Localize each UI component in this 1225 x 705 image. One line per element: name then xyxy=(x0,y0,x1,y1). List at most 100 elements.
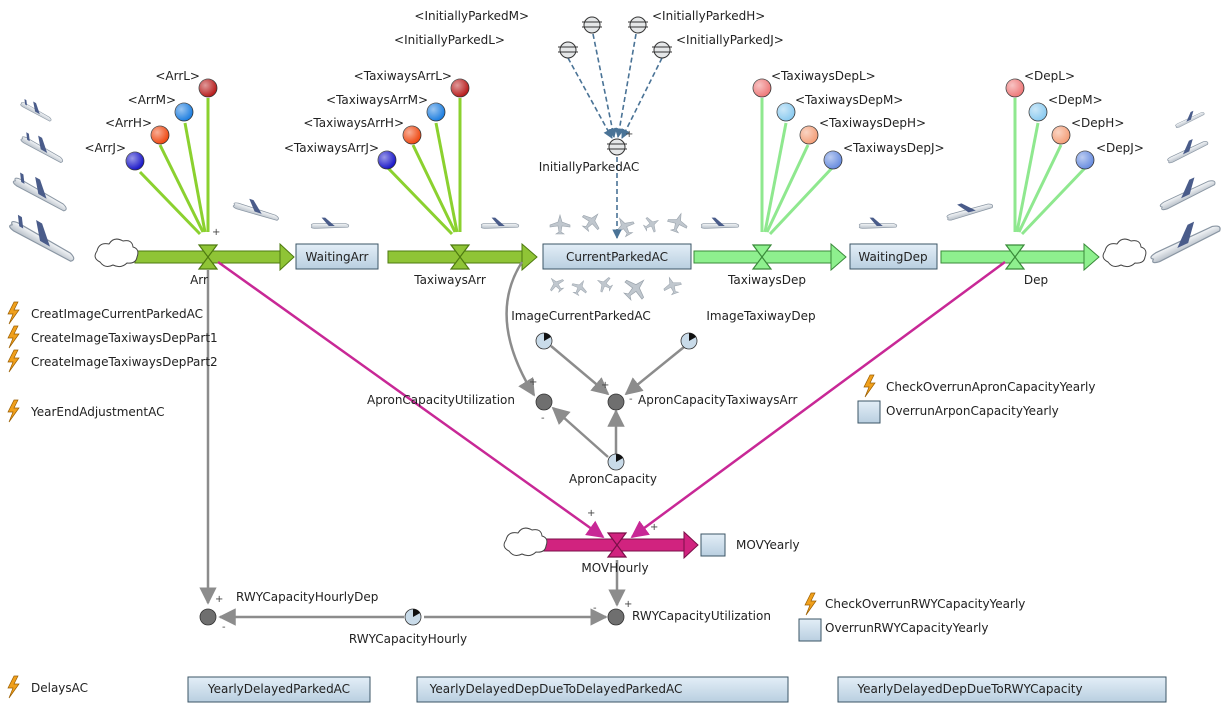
stock-yearly-delayed-parked[interactable] xyxy=(187,676,371,703)
polarity-sign: + xyxy=(529,377,537,388)
stock-mov-yearly-label: MOVYearly xyxy=(736,538,800,552)
polarity-sign: - xyxy=(593,603,597,614)
event-create-image-taxiways-dep-1: CreateImageTaxiwaysDepPart1 xyxy=(31,331,218,345)
shadow-dep-l: <DepL> xyxy=(1024,69,1075,83)
arr-shadow-nodes[interactable] xyxy=(125,78,218,171)
polarity-sign: + xyxy=(624,599,632,610)
event-year-end-adjustment: YearEndAdjustmentAC xyxy=(30,405,164,419)
apron-capacity-utilization-label: ApronCapacityUtilization xyxy=(367,393,515,407)
event-check-overrun-rwy: CheckOverrunRWYCapacityYearly xyxy=(825,597,1025,611)
shadow-dep-h: <DepH> xyxy=(1071,116,1124,130)
polarity-sign: + xyxy=(601,380,609,391)
taxiways-arr-shadow-links xyxy=(386,98,462,236)
lightning-icons[interactable] xyxy=(7,301,876,699)
event-create-image-taxiways-dep-2: CreateImageTaxiwaysDepPart2 xyxy=(31,355,218,369)
dep-shadow-nodes[interactable] xyxy=(1005,78,1095,170)
image-taxiway-dep-label: ImageTaxiwayDep xyxy=(706,309,815,323)
polarity-sign: - xyxy=(629,394,633,405)
stock-yearly-delayed-parked-label: YearlyDelayedParkedAC xyxy=(207,682,350,696)
aircraft-images-left xyxy=(9,98,75,262)
event-creat-image-current-parked: CreatImageCurrentParkedAC xyxy=(31,307,203,321)
polarity-sign: + xyxy=(625,129,633,140)
taxiways-arr-shadow-nodes[interactable] xyxy=(377,78,470,170)
stock-overrun-rwy-label: OverrunRWYCapacityYearly xyxy=(825,621,988,635)
flow-taxiways-arr-label: TaxiwaysArr xyxy=(413,273,486,287)
polarity-sign: - xyxy=(222,622,226,633)
image-current-parked-label: ImageCurrentParkedAC xyxy=(511,309,651,323)
rwy-capacity-hourly-dep-label: RWYCapacityHourlyDep xyxy=(236,590,378,604)
stock-current-parked-label: CurrentParkedAC xyxy=(566,250,668,264)
shadow-taxiways-dep-l: <TaxiwaysDepL> xyxy=(771,69,876,83)
shadow-taxiways-arr-h: <TaxiwaysArrH> xyxy=(303,116,404,130)
shadow-arr-h: <ArrH> xyxy=(105,116,152,130)
parameter-nodes[interactable] xyxy=(404,332,698,626)
aux-nodes[interactable] xyxy=(199,393,625,626)
shadow-taxiways-arr-l: <TaxiwaysArrL> xyxy=(354,69,452,83)
taxiways-arr-flow[interactable] xyxy=(387,242,538,272)
stock-yearly-delayed-dep-rwy-label: YearlyDelayedDepDueToRWYCapacity xyxy=(856,682,1082,696)
lightning-icon xyxy=(804,592,817,616)
dependency-links xyxy=(199,260,1006,626)
stock-mov-yearly[interactable] xyxy=(700,533,726,557)
shadow-initially-parked-j: <InitiallyParkedJ> xyxy=(676,33,784,47)
flow-mov-hourly-label: MOVHourly xyxy=(581,561,648,575)
polarity-sign: + xyxy=(212,227,220,238)
stock-waiting-arr-label: WaitingArr xyxy=(306,250,369,264)
flow-taxiways-dep-label: TaxiwaysDep xyxy=(727,273,806,287)
arr-shadow-links xyxy=(138,98,210,236)
stock-current-parked-ac[interactable] xyxy=(542,243,692,270)
stock-yearly-delayed-dep-rwy[interactable] xyxy=(837,676,1167,703)
shadow-taxiways-dep-m: <TaxiwaysDepM> xyxy=(795,93,903,107)
shadow-arr-j: <ArrJ> xyxy=(84,141,126,155)
shadow-initially-parked-l: <InitiallyParkedL> xyxy=(394,33,505,47)
shadow-initially-parked-m: <InitiallyParkedM> xyxy=(414,9,529,23)
shadow-initially-parked-h: <InitiallyParkedH> xyxy=(652,9,765,23)
shadow-taxiways-dep-h: <TaxiwaysDepH> xyxy=(819,116,926,130)
lightning-icon xyxy=(7,325,20,349)
polarity-sign: + xyxy=(215,594,223,605)
lightning-icon xyxy=(7,399,20,423)
stock-waiting-arr[interactable] xyxy=(295,243,379,270)
stock-overrun-apron-label: OverrunArponCapacityYearly xyxy=(886,404,1059,418)
source-cloud-arr xyxy=(94,238,139,268)
initially-parked-links xyxy=(567,33,663,239)
polarity-sign: + xyxy=(587,508,595,519)
labels: <ArrL> <ArrM> <ArrH> <ArrJ> <TaxiwaysArr… xyxy=(30,9,1144,696)
polarity-sign: - xyxy=(541,413,545,424)
initially-parked-nodes[interactable] xyxy=(558,16,672,156)
rwy-capacity-hourly-label: RWYCapacityHourly xyxy=(349,632,467,646)
event-check-overrun-apron: CheckOverrunApronCapacityYearly xyxy=(886,380,1095,394)
sink-cloud-dep xyxy=(1102,238,1147,268)
lightning-icon xyxy=(7,675,20,699)
shadow-taxiways-arr-j: <TaxiwaysArrJ> xyxy=(284,141,379,155)
stock-overrun-rwy[interactable] xyxy=(798,618,822,642)
shadow-taxiways-arr-m: <TaxiwaysArrM> xyxy=(326,93,428,107)
flow-arr-label: Arr xyxy=(190,273,208,287)
taxiways-dep-shadow-nodes[interactable] xyxy=(752,78,843,170)
arr-flow[interactable] xyxy=(134,242,295,272)
stock-waiting-dep[interactable] xyxy=(849,243,938,270)
aircraft-images-right xyxy=(1150,110,1221,264)
taxiways-dep-shadow-links xyxy=(760,98,834,236)
taxiways-dep-flow[interactable] xyxy=(693,242,847,272)
dep-flow[interactable] xyxy=(940,242,1100,272)
lightning-icon xyxy=(863,374,876,398)
shadow-taxiways-dep-j: <TaxiwaysDepJ> xyxy=(843,141,945,155)
rwy-capacity-utilization-label: RWYCapacityUtilization xyxy=(632,609,771,623)
flow-dep-label: Dep xyxy=(1024,273,1048,287)
stock-yearly-delayed-dep-parked[interactable] xyxy=(416,676,789,703)
polarity-sign: + xyxy=(650,522,658,533)
shadow-dep-m: <DepM> xyxy=(1048,93,1103,107)
lightning-icon xyxy=(7,349,20,373)
initially-parked-ac-label: InitiallyParkedAC xyxy=(539,160,640,174)
stock-overrun-apron[interactable] xyxy=(857,400,881,424)
mov-hourly-flow[interactable] xyxy=(543,530,699,560)
aircraft-images-taxi xyxy=(232,198,994,229)
dep-shadow-links xyxy=(1013,98,1087,236)
apron-capacity-taxiways-arr-label: ApronCapacityTaxiwaysArr xyxy=(638,393,797,407)
lightning-icon xyxy=(7,301,20,325)
shadow-arr-l: <ArrL> xyxy=(155,69,200,83)
source-cloud-mov xyxy=(503,527,548,557)
event-delays: DelaysAC xyxy=(31,681,88,695)
